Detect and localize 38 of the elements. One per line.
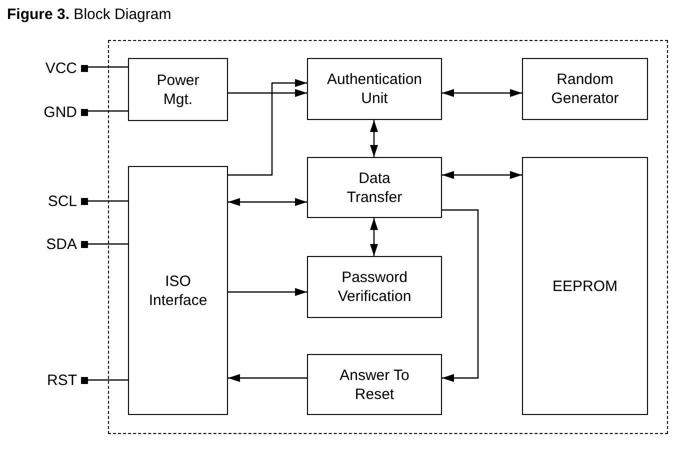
connector [228,198,307,206]
block-label: ISO Interface [148,272,208,310]
function-block [307,256,442,318]
block-label: Random Generator [550,70,620,108]
connector [442,209,479,382]
block-label: Password Verification [336,268,412,306]
block-label: Answer To Reset [338,366,410,404]
pin-label: SCL [48,192,77,210]
function-block [307,157,442,218]
connector [228,288,307,296]
connector [228,79,307,176]
connector [88,243,128,245]
function-block [307,58,442,120]
connector [370,218,378,256]
pin-label: VCC [45,58,77,78]
block-label: Authentication Unit [326,70,424,108]
function-block [522,58,648,120]
block-label: Data Transfer [346,168,404,206]
figure-title: Figure 3. Block Diagram [7,6,172,23]
function-block [128,58,228,121]
pin-label: SDA [46,234,77,254]
function-block [128,166,228,415]
pin-label: GND [44,102,77,122]
connector [228,374,307,382]
connector [228,89,307,97]
function-block [522,157,648,415]
block-label: EEPROM [552,276,618,296]
chip-boundary [108,40,668,434]
function-block [307,354,442,415]
connector [88,66,128,68]
pin-label: RST [47,370,77,390]
connector [442,89,522,97]
connector [442,171,522,179]
connector [88,379,128,381]
block-label: Power Mgt. [156,70,200,108]
connector [370,120,378,157]
connector [88,110,128,112]
connector [88,200,128,202]
